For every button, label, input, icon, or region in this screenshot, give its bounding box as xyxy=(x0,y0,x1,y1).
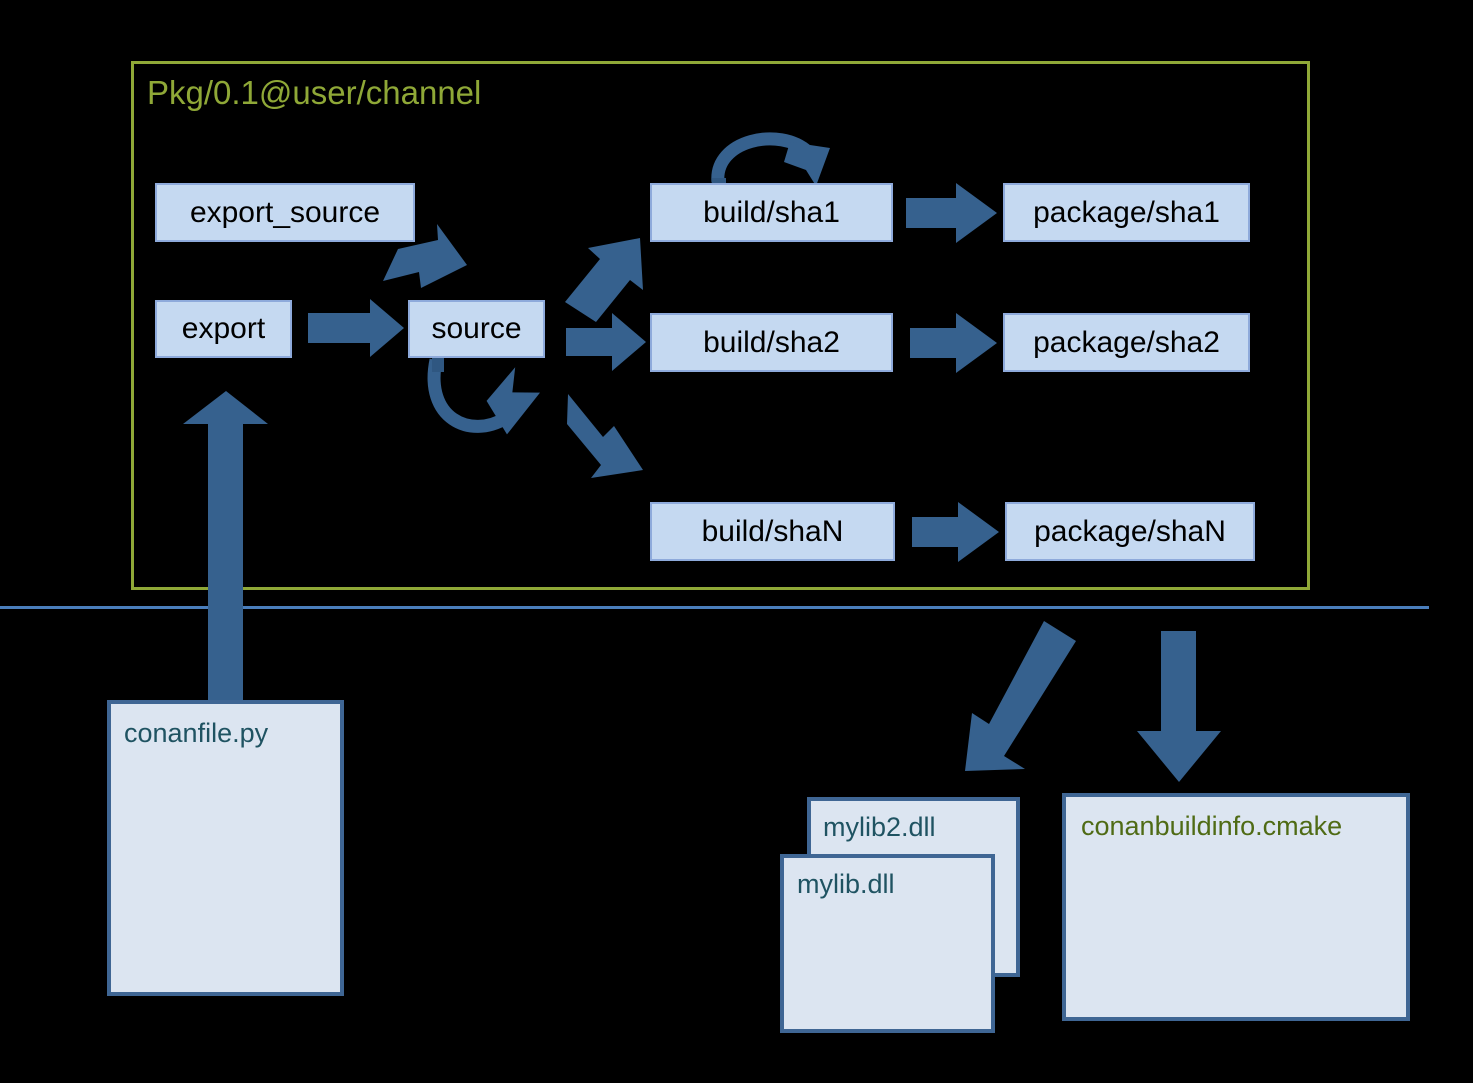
file-conanbuildinfo-cmake-label: conanbuildinfo.cmake xyxy=(1081,811,1343,841)
file-mylib-dll-label: mylib.dll xyxy=(797,869,895,899)
arrow-package-to-conanbuildinfo xyxy=(1137,631,1221,782)
file-mylib2-dll-label: mylib2.dll xyxy=(823,812,936,842)
stage-package-sha1[interactable]: package/sha1 xyxy=(1003,183,1250,242)
package-frame-title: Pkg/0.1@user/channel xyxy=(147,74,482,111)
stage-build-sha1[interactable]: build/sha1 xyxy=(650,183,893,242)
divider-line xyxy=(0,606,1429,609)
stage-export[interactable]: export xyxy=(155,300,292,358)
stage-package-shaN[interactable]: package/shaN xyxy=(1005,502,1255,561)
stage-package-sha2[interactable]: package/sha2 xyxy=(1003,313,1250,372)
arrow-package-to-mylib xyxy=(965,621,1076,771)
package-frame xyxy=(131,61,1310,590)
file-mylib-dll[interactable] xyxy=(780,854,995,1033)
file-conanbuildinfo-cmake[interactable] xyxy=(1062,793,1410,1021)
stage-build-sha2[interactable]: build/sha2 xyxy=(650,313,893,372)
file-conanfile-py-label: conanfile.py xyxy=(124,718,269,748)
stage-source[interactable]: source xyxy=(408,300,545,358)
file-conanfile-py[interactable] xyxy=(107,700,344,996)
stage-build-shaN[interactable]: build/shaN xyxy=(650,502,895,561)
stage-export-source[interactable]: export_source xyxy=(155,183,415,242)
